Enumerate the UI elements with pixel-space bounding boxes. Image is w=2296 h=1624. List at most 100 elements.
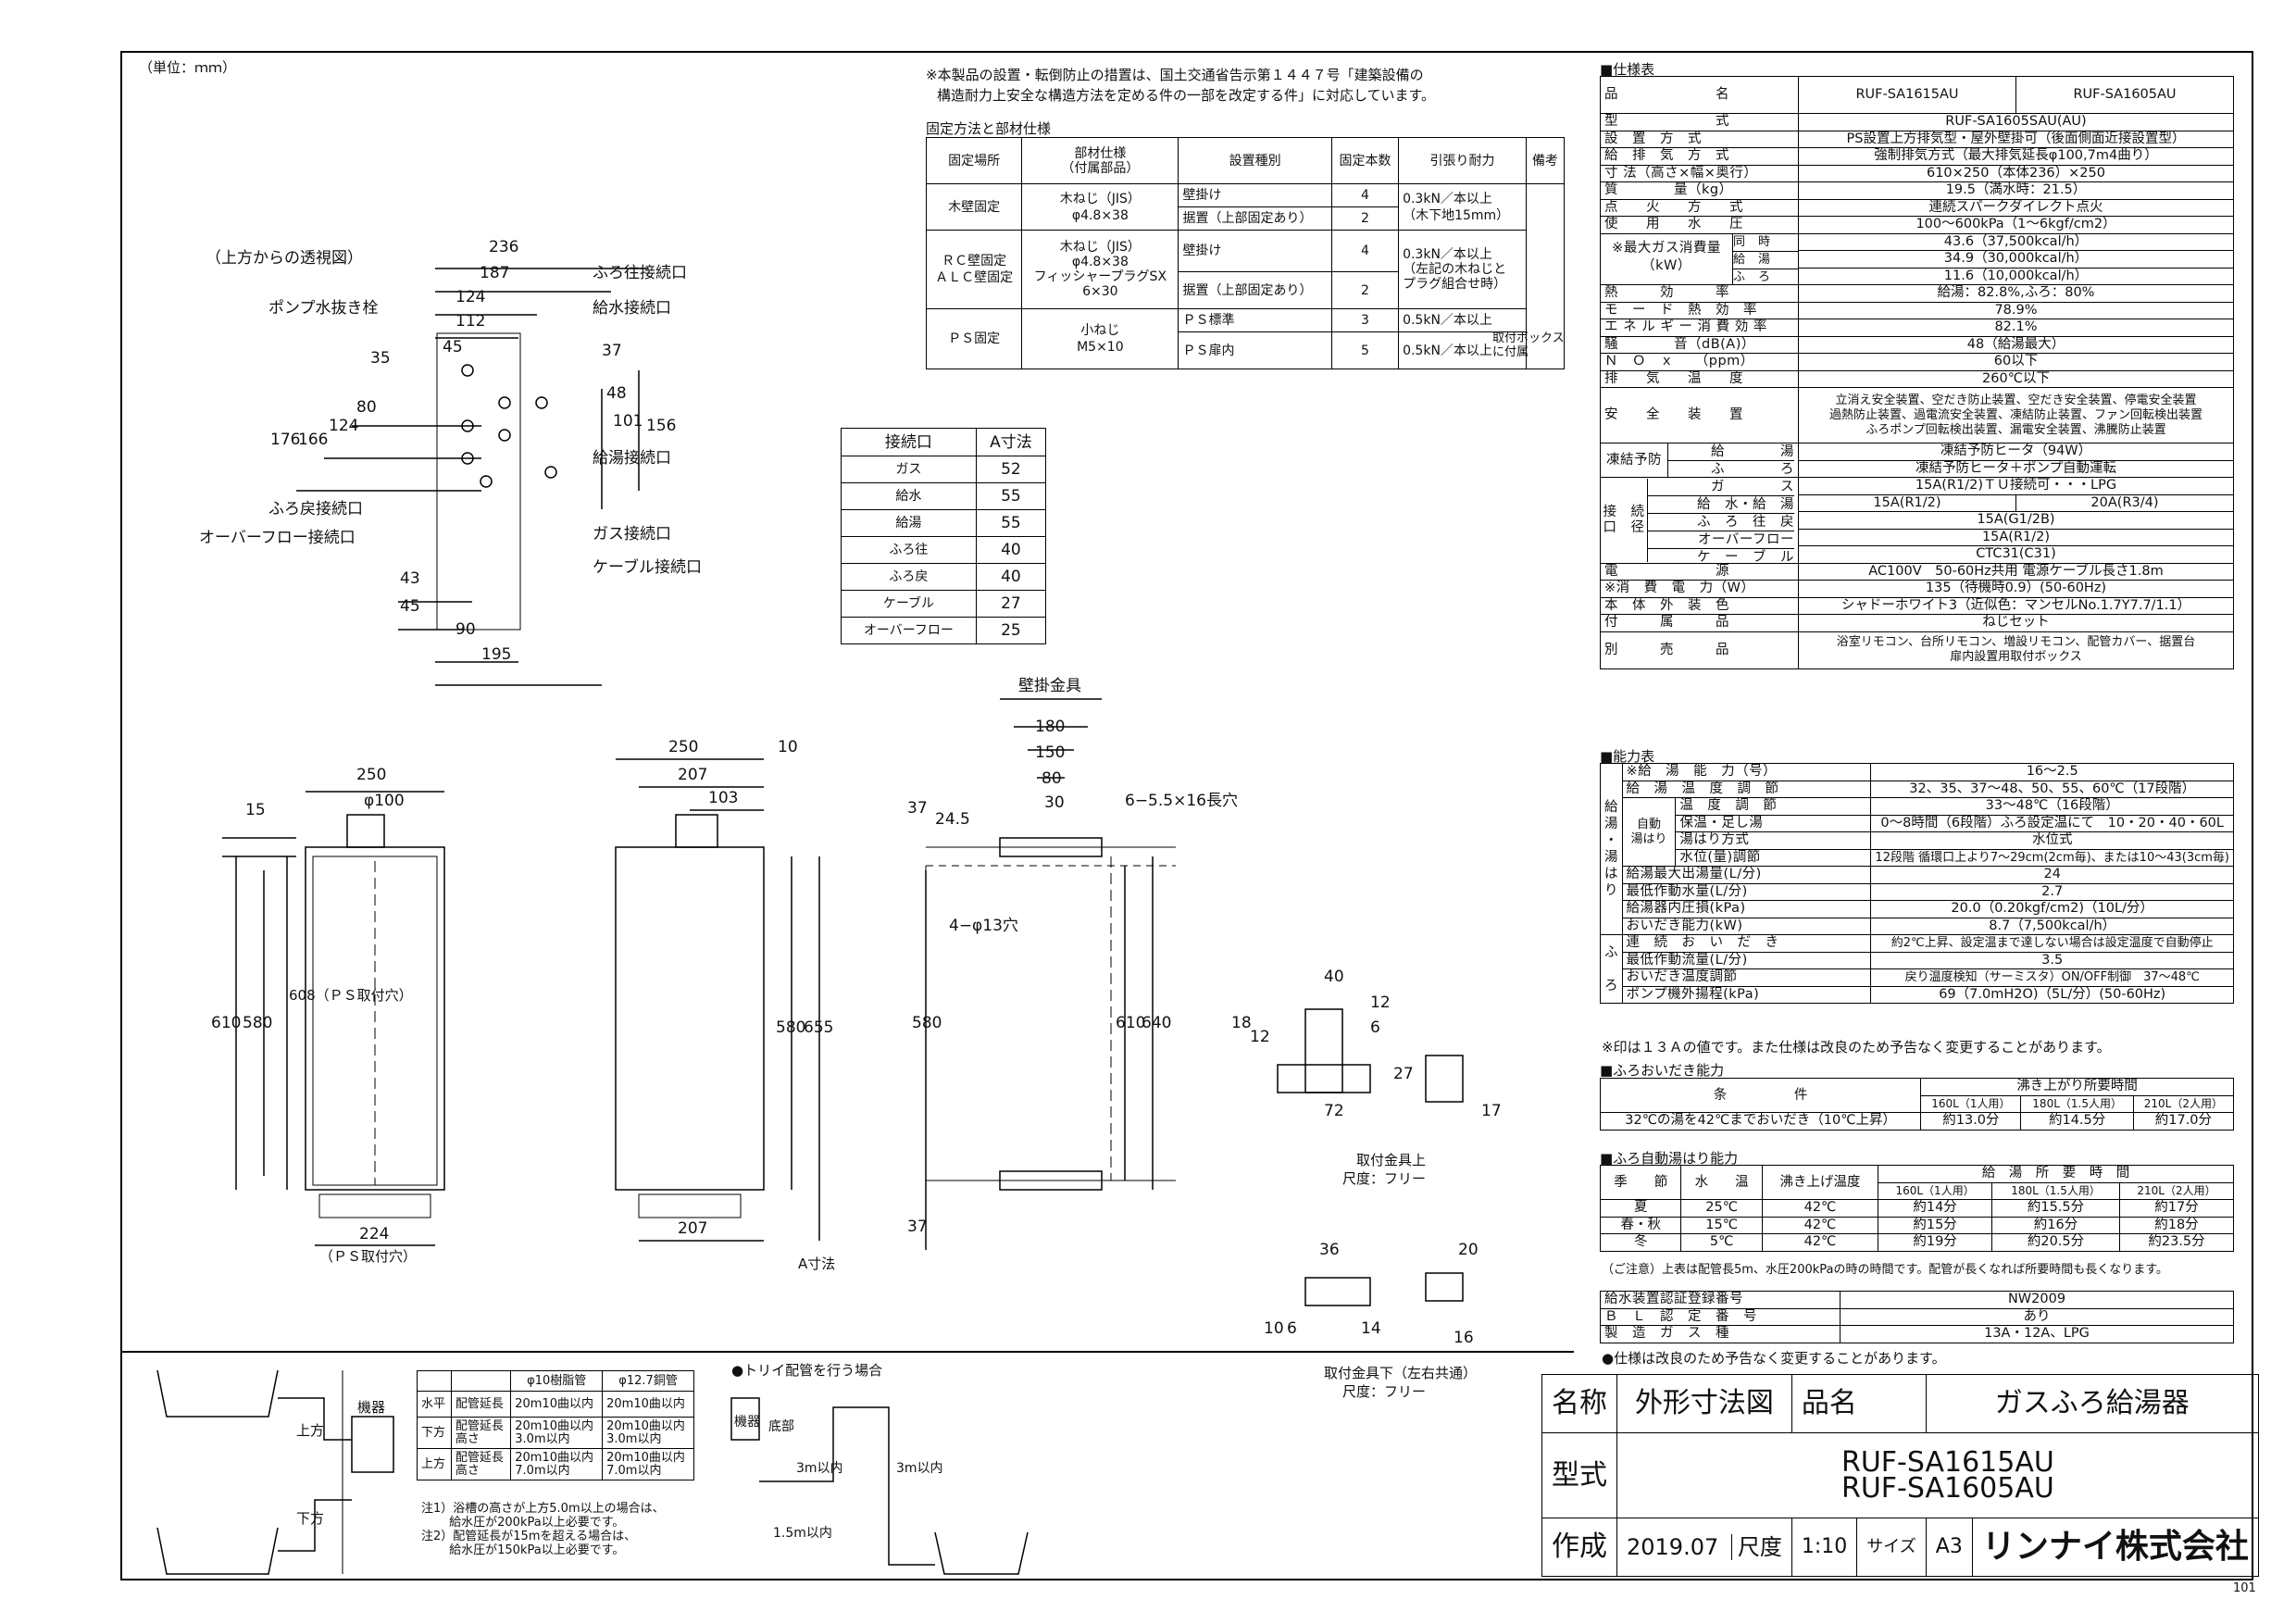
side-dim-250: 250 <box>668 738 698 756</box>
perf-side-hot: 給 湯 ・ 湯 は り <box>1600 763 1623 935</box>
fix-note-empty <box>1525 183 1566 369</box>
spec-conn-sub: 給 水・給 湯 <box>1648 496 1794 514</box>
reheat-table: 条 件沸き上がり所要時間 160L（1人用）180L（1.5人用）210L（2人… <box>1599 1078 2235 1131</box>
spec-label: モ ー ド 熱 効 率 <box>1600 301 1799 319</box>
side-dim-655: 655 <box>804 1018 833 1037</box>
reheat-col: 160L（1人用） <box>1920 1094 2022 1113</box>
autofill-cell: 15℃ <box>1680 1216 1763 1234</box>
spec-conn-sub: ケ ー ブ ル <box>1697 549 1794 565</box>
fix-ps-n2: 5 <box>1330 331 1400 369</box>
perf-label: 給湯最大出湯量(L/分) <box>1621 866 1872 884</box>
perf-title: ■能力表 <box>1600 748 1655 765</box>
bracket-dim-150: 150 <box>1035 743 1065 762</box>
bracket-dim-30: 30 <box>1044 793 1065 812</box>
autofill-cell: 約15.5分 <box>1991 1199 2120 1218</box>
spec-sold-line: 扉内設置用取付ボックス <box>1950 650 2082 664</box>
autofill-cell: 約14分 <box>1878 1199 1993 1218</box>
fix-ps-type2: ＰＳ扉内 <box>1178 331 1332 369</box>
autofill-col: 160L（1人用） <box>1878 1181 1993 1200</box>
spec-value: 78.9% <box>1798 301 2234 319</box>
tb-made-label: 作成 <box>1541 1518 1617 1577</box>
lower-fitting-front <box>1425 1272 1464 1302</box>
perf-label: 最低作動流量(L/分) <box>1621 951 1872 969</box>
pipe-row-resin: 20m10曲以内 7.0m以内 <box>510 1448 604 1480</box>
spec-value: CTC31(C31) <box>1798 545 2234 564</box>
cert-value: NW2009 <box>1840 1291 2234 1309</box>
fix-ps-note: 取付ボックス に付属 <box>1492 331 1565 359</box>
spec-value: シャドーホワイト3（近似色：マンセルNo.1.7Y7.7/1.1） <box>1798 596 2234 615</box>
spec-value: 11.6（10,000kcal/h） <box>1798 267 2234 285</box>
pipe-row-resin: 20m10曲以内 3.0m以内 <box>510 1417 604 1449</box>
bathtub-lower <box>156 1527 279 1575</box>
fix-h-note: 備考 <box>1525 137 1566 184</box>
front-dim-15: 15 <box>245 801 266 819</box>
cert-label: 製 造 ガ ス 種 <box>1600 1325 1841 1343</box>
autofill-cell: 42℃ <box>1761 1233 1879 1252</box>
reheat-value: 約17.0分 <box>2132 1112 2235 1131</box>
trap-3m-b: 3m以内 <box>896 1461 943 1476</box>
label-bath-return: ふろ戻接続口 <box>268 500 363 518</box>
dim-124a: 124 <box>455 288 485 306</box>
lower-fitting-side <box>1304 1277 1371 1306</box>
trap-pipe <box>759 1406 935 1566</box>
front-flue <box>346 814 385 848</box>
page-number: 101 <box>2233 1581 2256 1595</box>
piping-notes: 注1）浴槽の高さが上方5.0m以上の場合は、 給水圧が200kPa以上必要です。… <box>421 1502 665 1557</box>
tb-product: ガスふろ給湯器 <box>1925 1374 2259 1433</box>
spec-value: 給湯：82.8%,ふろ：80% <box>1798 284 2234 303</box>
bathtub-upper <box>156 1369 279 1418</box>
spec-label: 騒 音（dB(A)） <box>1600 335 1799 354</box>
side-dim-580: 580 <box>776 1018 805 1037</box>
autofill-cell: 約20.5分 <box>1991 1233 2120 1252</box>
perf-value: 約2℃上昇、設定温まで達しない場合は設定温度で自動停止 <box>1870 934 2234 953</box>
dim-112: 112 <box>455 312 485 331</box>
bracket-dim-80: 80 <box>1042 769 1062 788</box>
tb-scale: 1:10 <box>1791 1518 1858 1577</box>
perf-value: 32、35、37〜48、50、55、60℃（17段階） <box>1870 780 2234 798</box>
spec-value: 15A(G1/2B) <box>1798 511 2234 530</box>
top-view-caption: （上方からの透視図） <box>206 249 363 268</box>
front-dim-610: 610 <box>211 1014 241 1032</box>
spec-sold: 浴室リモコン、台所リモコン、増設リモコン、配管カバー、据置台 扉内設置用取付ボッ… <box>1798 631 2234 669</box>
fix-ps-force2: 0.5kN／本以上 <box>1398 331 1527 369</box>
a-row-label: 給湯 <box>841 509 977 537</box>
tb-model-1: RUF-SA1615AU <box>1841 1445 2054 1479</box>
upper-fitting-side <box>1304 1008 1343 1093</box>
dim-236: 236 <box>489 238 518 256</box>
perf-table: 給 湯 ・ 湯 は り ※給 湯 能 力（号）16〜2.5 給 湯 温 度 調 … <box>1600 763 2234 1004</box>
lower-dim-14: 14 <box>1361 1319 1381 1338</box>
pipe-h-0 <box>417 1370 452 1392</box>
dim-45b: 45 <box>400 597 420 616</box>
pipe-h-resin: φ10樹脂管 <box>510 1370 604 1392</box>
label-pump-drain: ポンプ水抜き栓 <box>268 299 379 318</box>
trap-bathtub <box>934 1531 1029 1575</box>
perf-label: 給湯器内圧損(kPa) <box>1621 900 1872 918</box>
dim-43: 43 <box>400 569 420 588</box>
spec-value: 100〜600kPa（1〜6kgf/cm2） <box>1798 216 2234 234</box>
upper-caption: 取付金具上 <box>1356 1152 1426 1168</box>
spec-label: 型 式 <box>1600 113 1799 131</box>
spec-gas-sub: 同 時 <box>1733 234 1798 252</box>
fix-h-part: 部材仕様 （付属部品） <box>1021 137 1179 184</box>
tb-date: 2019.07 <box>1627 1534 1719 1560</box>
a-h-conn: 接続口 <box>841 428 977 456</box>
upper-dim-6: 6 <box>1370 1018 1380 1037</box>
spec-title: ■仕様表 <box>1600 61 1655 78</box>
dim-101: 101 <box>613 412 643 431</box>
fix-rc-n1: 4 <box>1330 230 1400 272</box>
fix-table-title: 固定方法と部材仕様 <box>926 120 1052 137</box>
spec-label: Ｎ Ｏ ｘ （ppm） <box>1600 353 1799 371</box>
dim-90: 90 <box>455 620 476 639</box>
perf-value: 20.0（0.20kgf/cm2)（10L/分） <box>1870 900 2234 918</box>
pipe-row-kind: 配管延長 高さ <box>450 1417 512 1449</box>
spec-value: 凍結予防ヒータ（94W） <box>1798 443 2234 461</box>
perf-label: 保温・足し湯 <box>1675 814 1872 832</box>
a-row-value: 27 <box>975 590 1047 618</box>
autofill-cell: 約19分 <box>1878 1233 1993 1252</box>
side-flue <box>675 814 718 848</box>
reheat-h-time: 沸き上がり所要時間 <box>1920 1078 2234 1096</box>
bracket-dim-580: 580 <box>912 1014 942 1032</box>
unit-note: （単位：ｍｍ） <box>139 59 237 76</box>
